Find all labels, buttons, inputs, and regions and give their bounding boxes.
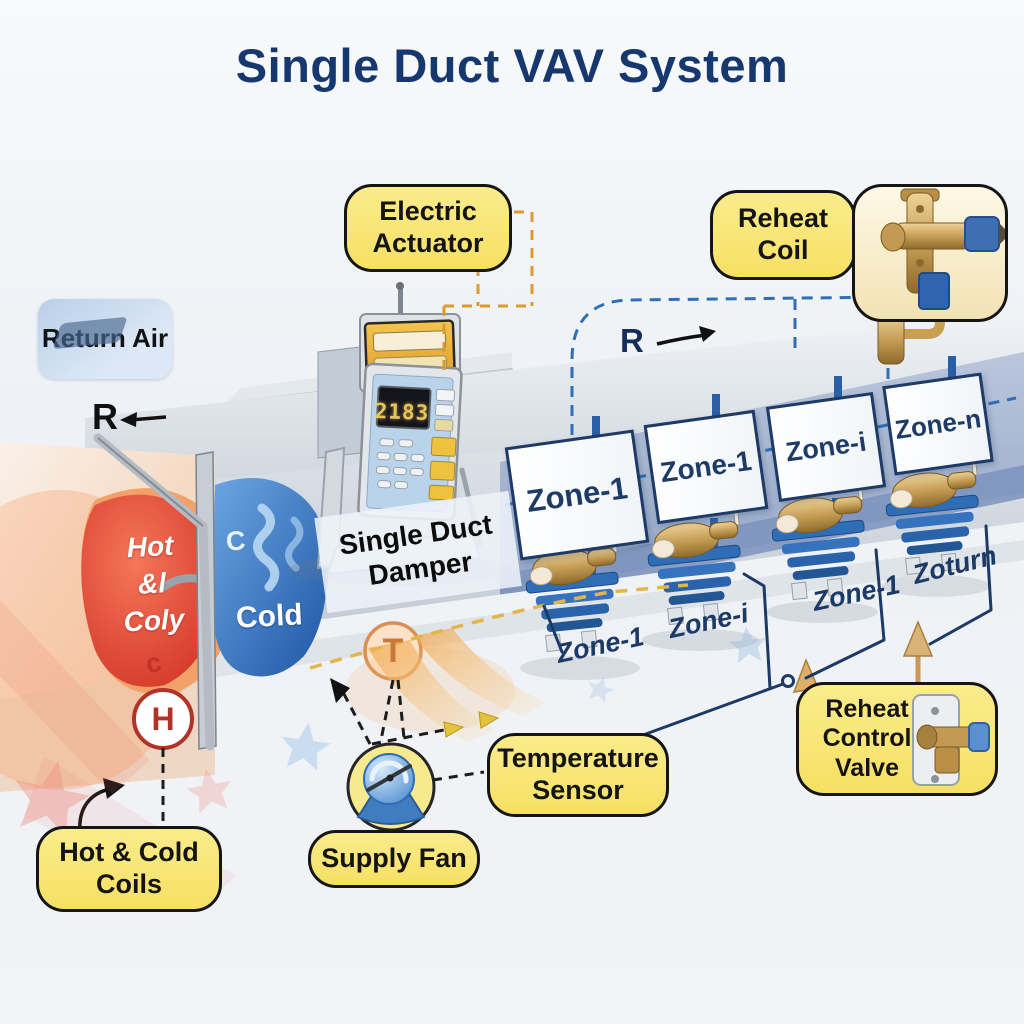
hot-coil-caption-line: &l xyxy=(137,567,167,600)
temperature-marker: T xyxy=(382,631,404,670)
reheat-control-valve-label: Reheat Control Valve xyxy=(796,682,998,796)
sensor-arrowhead xyxy=(330,678,350,703)
pointer-ring xyxy=(781,674,795,688)
coil-pointer-arrow xyxy=(78,778,125,833)
airflow-ribbons xyxy=(345,628,546,742)
temperature-sensor-text: Temperature Sensor xyxy=(497,743,659,805)
hot-cold-coils-text: Hot & Cold Coils xyxy=(59,837,199,899)
return-marker-left: R xyxy=(92,396,118,437)
hot-coil-caption-line: Hot xyxy=(125,529,175,564)
cold-coil-caption: Cold xyxy=(235,598,304,635)
zone-valve-shadows xyxy=(520,575,990,680)
temperature-sensor-label: Temperature Sensor xyxy=(487,733,669,817)
zone-panel: Zone-i xyxy=(765,391,887,503)
zone-panel-text: Zone-1 xyxy=(524,470,630,519)
duct-edge-dashed-line xyxy=(309,583,689,670)
supply-fan-label: Supply Fan xyxy=(308,830,480,888)
reheat-control-valve-drawing xyxy=(912,694,990,786)
zone-panel-text: Zone-1 xyxy=(658,444,754,489)
actuator-display-readout: 2183 xyxy=(374,399,430,425)
reheat-coil-valve-art xyxy=(852,184,1008,322)
cold-coil-c: C xyxy=(224,525,247,557)
zone-panel: Zone-n xyxy=(882,372,994,476)
zone-note-lines xyxy=(542,524,993,768)
supply-fan-icon xyxy=(346,742,436,832)
reheat-coil-text: Reheat Coil xyxy=(737,203,829,265)
zone-valve-illustration xyxy=(771,467,865,601)
return-air-arrow-right xyxy=(656,326,716,346)
return-air-arrow-left xyxy=(120,412,167,427)
hot-marker: H xyxy=(151,700,175,737)
reheat-coil-valve-drawing xyxy=(880,188,1005,310)
zone-valve-illustration xyxy=(525,519,619,653)
supply-fan-text: Supply Fan xyxy=(321,843,467,874)
zone-panel: Zone-1 xyxy=(643,409,769,525)
reheat-control-valve-text: Reheat Control Valve xyxy=(822,694,912,782)
electric-actuator-label: Electric Actuator xyxy=(344,184,512,272)
return-marker-right: R xyxy=(620,322,644,359)
zone-panel: Zone-1 xyxy=(504,429,650,561)
page-title: Single Duct VAV System xyxy=(235,39,789,92)
reheat-coil-label: Reheat Coil xyxy=(710,190,856,280)
hot-coil-blob xyxy=(81,494,218,687)
zone-valve-illustrations xyxy=(525,442,979,653)
zone-panel-text: Zone-i xyxy=(783,426,869,467)
hot-coil-caption: Hot &l Coly xyxy=(91,525,213,642)
zone-panel-text: Zone-n xyxy=(892,402,983,445)
duct-interior xyxy=(0,433,329,792)
electric-actuator-text: Electric Actuator xyxy=(372,196,484,258)
hot-cold-coils-label: Hot & Cold Coils xyxy=(36,826,222,912)
hot-coil-caption-line: Coly xyxy=(122,603,186,638)
zone-valve-illustration xyxy=(885,442,979,576)
